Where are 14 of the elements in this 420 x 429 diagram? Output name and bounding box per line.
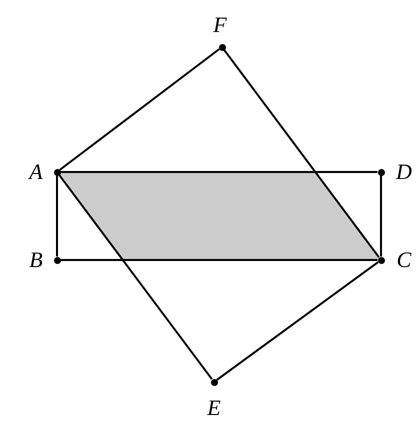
- line-segment: [56, 176, 58, 256]
- point-label: A: [29, 161, 43, 183]
- point-label: B: [29, 249, 43, 271]
- line-segment: [59, 48, 220, 171]
- point-label: F: [213, 14, 227, 36]
- point-label: E: [207, 397, 221, 419]
- line-segment: [380, 176, 382, 256]
- line-segment: [60, 259, 378, 261]
- line-segment: [60, 171, 378, 173]
- point-label: D: [396, 161, 412, 183]
- line-segment: [58, 174, 213, 380]
- point-label: C: [396, 249, 412, 271]
- line-segment: [216, 261, 379, 381]
- line-segment: [223, 49, 380, 258]
